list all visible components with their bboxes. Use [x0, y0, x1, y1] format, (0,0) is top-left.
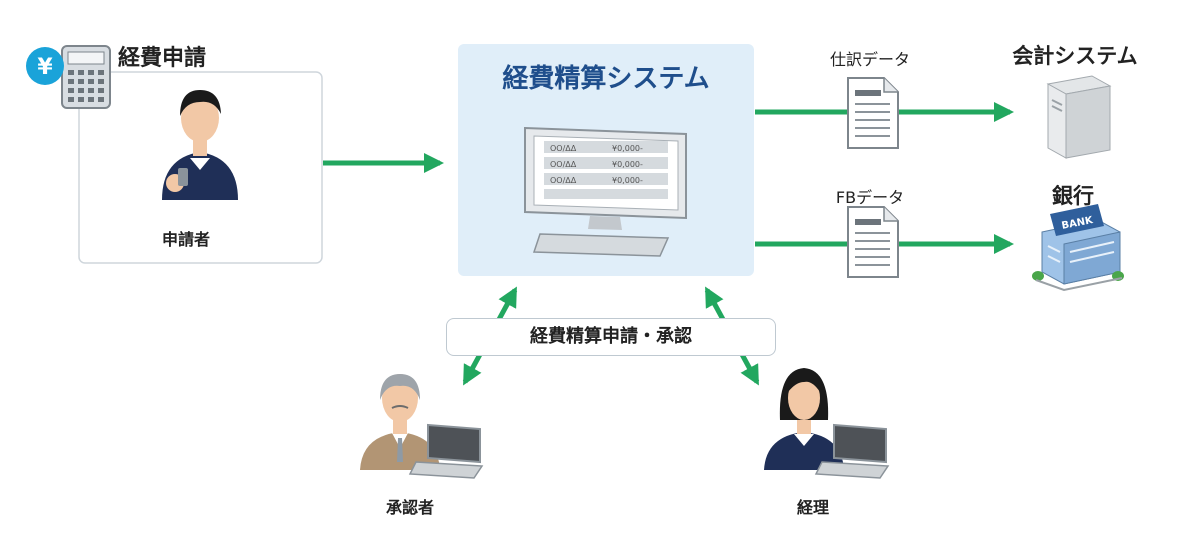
approval-flow-label: 経費精算申請・承認	[446, 318, 776, 356]
system-title: 経費精算システム	[502, 64, 710, 94]
screen-row-value-1: ¥0,000-	[612, 144, 643, 153]
monitor-icon: OO/ΔΔ ¥0,000- OO/ΔΔ ¥0,000- OO/ΔΔ ¥0,000…	[524, 126, 687, 257]
applicant-person-icon	[162, 90, 238, 200]
bank-label: 銀行	[1052, 184, 1094, 208]
yen-badge-symbol: ¥	[37, 55, 53, 80]
fb-data-label: FBデータ	[835, 188, 905, 207]
accountant-person-icon	[764, 368, 844, 470]
expense-request-title: 経費申請	[118, 46, 207, 71]
accountant-label: 経理	[796, 498, 829, 517]
screen-row-label-2: OO/ΔΔ	[550, 160, 577, 169]
approver-person-icon	[360, 374, 440, 470]
accountant-laptop-icon	[814, 423, 890, 479]
approver-label: 承認者	[385, 498, 434, 517]
screen-row-label-3: OO/ΔΔ	[550, 176, 577, 185]
screen-row-value-3: ¥0,000-	[612, 176, 643, 185]
fb-data-document-icon	[847, 206, 899, 278]
approver-laptop-icon	[408, 423, 484, 479]
journal-data-label: 仕訳データ	[829, 50, 910, 69]
accounting-system-label: 会計システム	[1012, 44, 1138, 68]
screen-row-label-1: OO/ΔΔ	[550, 144, 577, 153]
applicant-label: 申請者	[162, 230, 211, 249]
calculator-icon	[61, 45, 111, 109]
server-icon	[1046, 75, 1112, 159]
yen-badge-icon: ¥	[26, 47, 64, 85]
screen-row-value-2: ¥0,000-	[612, 160, 643, 169]
journal-data-document-icon	[847, 77, 899, 149]
bank-building-icon: BANK	[1032, 204, 1124, 292]
